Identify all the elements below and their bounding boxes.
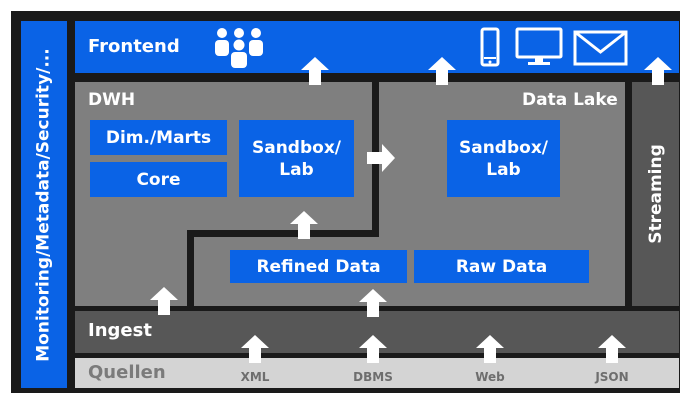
right-arrow-icon — [367, 144, 395, 172]
dwh-sandbox-lab-box: Sandbox/ Lab — [239, 120, 354, 197]
smartphone-icon — [480, 27, 500, 67]
source-json-label: JSON — [595, 370, 629, 384]
up-arrow-icon — [359, 335, 387, 363]
source-xml-label: XML — [240, 370, 270, 384]
up-arrow-icon — [598, 335, 626, 363]
streaming-bar: Streaming — [632, 82, 679, 306]
data-lake-label: Data Lake — [522, 90, 618, 110]
monitor-icon — [515, 27, 563, 65]
source-web-label: Web — [475, 370, 505, 384]
up-arrow-icon — [359, 289, 387, 317]
up-arrow-icon — [241, 335, 269, 363]
mail-icon — [573, 30, 628, 66]
streaming-label: Streaming — [645, 144, 666, 244]
up-arrow-icon — [644, 57, 672, 85]
up-arrow-icon — [428, 57, 456, 85]
core-box: Core — [90, 162, 227, 197]
monitoring-bar-label: Monitoring/Metadata/Security/... — [34, 47, 55, 362]
sources-label: Quellen — [88, 362, 166, 383]
up-arrow-icon — [301, 57, 329, 85]
users-icon — [215, 28, 263, 68]
raw-data-box: Raw Data — [414, 250, 589, 283]
data-lake-sandbox-lab-box: Sandbox/ Lab — [447, 120, 560, 197]
source-dbms-label: DBMS — [353, 370, 393, 384]
ingest-label: Ingest — [88, 320, 152, 341]
monitoring-metadata-security-bar: Monitoring/Metadata/Security/... — [21, 21, 67, 388]
up-arrow-icon — [476, 335, 504, 363]
up-arrow-icon — [290, 211, 318, 239]
dwh-label: DWH — [88, 90, 136, 110]
dim-marts-box: Dim./Marts — [90, 120, 227, 155]
frontend-label: Frontend — [88, 36, 180, 57]
refined-data-box: Refined Data — [230, 250, 407, 283]
up-arrow-icon — [150, 287, 178, 315]
